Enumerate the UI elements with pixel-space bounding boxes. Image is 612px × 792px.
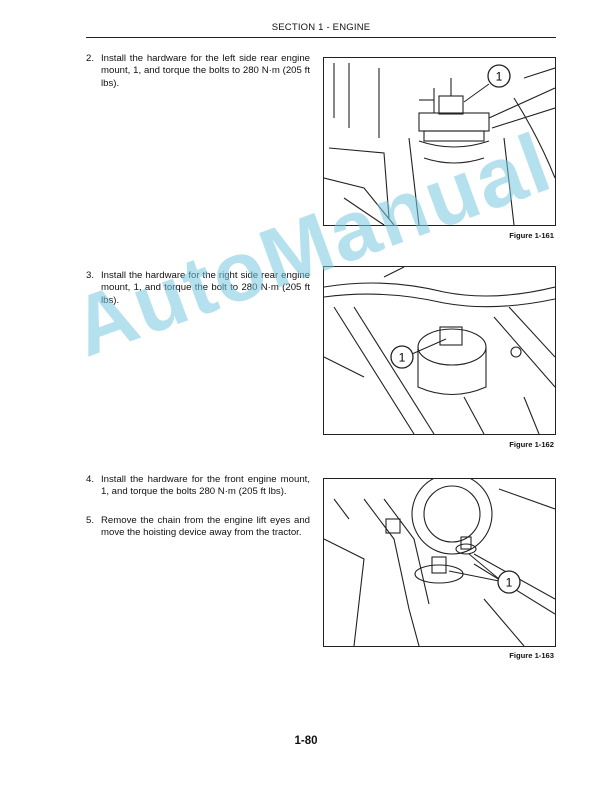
figure-1-163-illustration: 1 [323, 478, 556, 647]
step-text: Remove the chain from the engine lift ey… [101, 515, 310, 539]
step-number: 3. [86, 270, 95, 281]
step-4: 4. Install the hardware for the front en… [86, 474, 310, 499]
figure-caption: Figure 1-163 [509, 651, 554, 660]
figure-callout: 1 [496, 70, 503, 84]
page-number: 1-80 [294, 735, 318, 747]
header-rule [86, 37, 556, 38]
step-number: 5. [86, 515, 95, 526]
section-header: SECTION 1 - ENGINE [271, 22, 371, 33]
figure-1-162-illustration: 1 [323, 266, 556, 435]
step-number: 4. [86, 474, 95, 485]
step-number: 2. [86, 53, 95, 64]
figure-caption: Figure 1-162 [509, 440, 554, 449]
step-text: Install the hardware for the right side … [101, 270, 310, 306]
step-2: 2. Install the hardware for the left sid… [86, 53, 310, 90]
figure-caption: Figure 1-161 [509, 231, 554, 240]
figure-1-161-illustration: 1 [323, 57, 556, 226]
step-text: Install the hardware for the front engin… [101, 474, 310, 498]
step-text: Install the hardware for the left side r… [101, 53, 310, 89]
figure-callout: 1 [506, 576, 513, 590]
step-5: 5. Remove the chain from the engine lift… [86, 515, 310, 540]
step-3: 3. Install the hardware for the right si… [86, 270, 310, 307]
figure-callout: 1 [399, 351, 406, 365]
